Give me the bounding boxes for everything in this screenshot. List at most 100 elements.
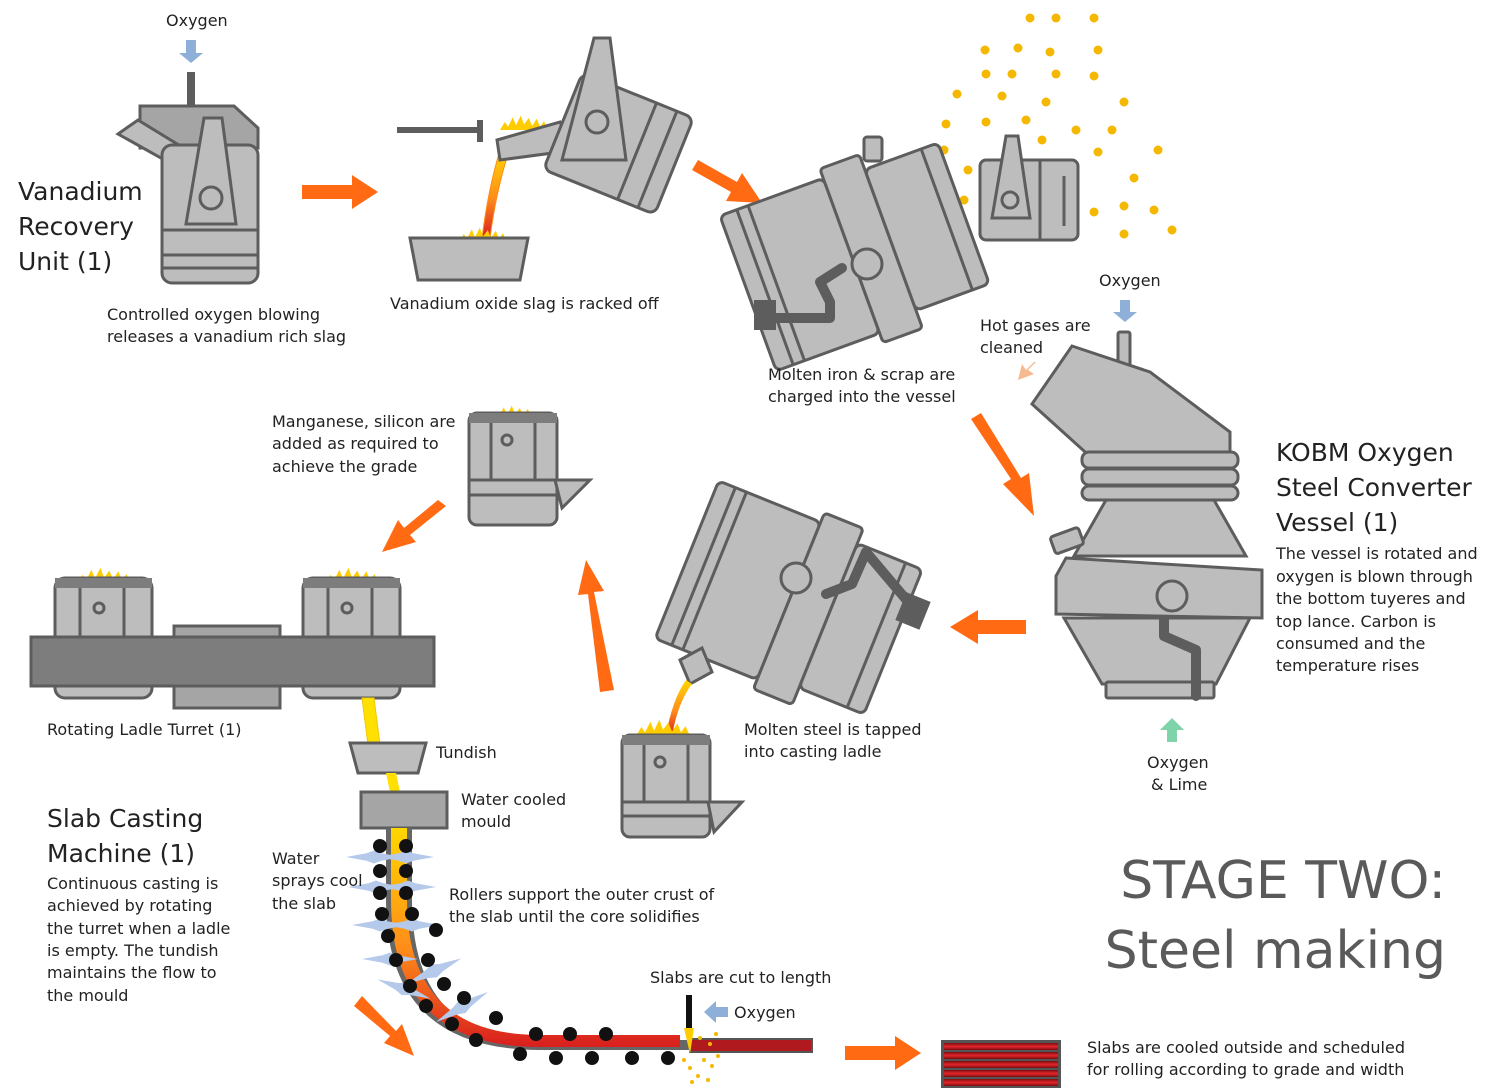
cutting-flame: [684, 1028, 694, 1054]
cooled-caption-2: for rolling according to grade and width: [1087, 1060, 1404, 1079]
turret-arm: [29, 635, 436, 688]
oxygen-arrow-kobm-top: [1113, 300, 1137, 322]
slab-casting-machine: Tundish Water cooled mould Water sprays …: [47, 697, 831, 1084]
rollers-label-1: Rollers support the outer crust of: [449, 885, 714, 904]
rollers-label-2: the slab until the core solidifies: [449, 907, 700, 926]
vanadium-caption-2: releases a vanadium rich slag: [107, 327, 346, 346]
svg-text:Recovery: Recovery: [18, 212, 134, 241]
oxygen-lime-arrow: [1160, 718, 1184, 742]
charging-caption-2: charged into the vessel: [768, 387, 956, 406]
vanadium-unit-title-2: Recovery: [18, 212, 134, 241]
casting-description-2: achieved by rotating: [47, 896, 212, 915]
support-rollers: [373, 839, 675, 1065]
kobm-ring-2: [1080, 467, 1240, 487]
tilted-vessel-trunnion: [560, 36, 628, 162]
tundish-to-mould-stream: [386, 773, 400, 792]
cooled-caption-1: Slabs are cooled outside and scheduled: [1087, 1038, 1405, 1057]
tapping-vessel-tuyere: [821, 547, 915, 609]
casting-description-5: maintains the flow to: [47, 963, 217, 982]
process-arrow-7: [354, 996, 414, 1056]
slag-pour-stream: [481, 149, 509, 239]
vanadium-lance: [187, 72, 195, 108]
water-label-1: Water: [272, 849, 320, 868]
kobm-description-3: the bottom tuyeres and: [1276, 589, 1466, 608]
charging-caption-1: Molten iron & scrap are: [768, 365, 955, 384]
vanadium-unit-title-3: Unit (1): [18, 247, 112, 276]
tapping-stage: Molten steel is tapped into casting ladl…: [620, 481, 931, 839]
tapping-stream: [666, 680, 692, 736]
alloy-caption-1: Manganese, silicon are: [272, 412, 455, 431]
kobm-upper-cone: [1071, 498, 1249, 558]
slag-rake: [397, 127, 481, 133]
kobm-description-2: oxygen is blown through: [1276, 567, 1473, 586]
kobm-title-3: Vessel (1): [1276, 508, 1398, 537]
water-label-3: the slab: [272, 894, 336, 913]
kobm-side-nozzle: [1049, 526, 1085, 555]
kobm-description-4: top lance. Carbon is: [1276, 612, 1436, 631]
alloy-ladle: [467, 411, 559, 527]
stage-title-line2: Steel making: [1105, 921, 1446, 981]
process-arrow-6: [382, 500, 446, 552]
slag-caption: Vanadium oxide slag is racked off: [390, 294, 660, 313]
vanadium-oxygen-label: Oxygen: [166, 11, 228, 30]
cut-slab-section: [689, 1038, 813, 1053]
process-arrow-3: [971, 413, 1034, 516]
charging-vessel-lance: [862, 135, 884, 163]
cut-oxygen-label: Oxygen: [734, 1003, 796, 1022]
process-arrow-5: [578, 560, 614, 692]
hot-gases-label-2: cleaned: [980, 338, 1043, 357]
tapping-spout: [678, 645, 714, 687]
mould-label-1: Water cooled: [461, 790, 566, 809]
stage-title-line1: STAGE TWO:: [1120, 851, 1446, 911]
kobm-description-6: temperature rises: [1276, 656, 1419, 675]
kobm-description-1: The vessel is rotated and: [1275, 544, 1478, 563]
ladle-to-tundish-stream: [361, 697, 381, 746]
casting-description-4: is empty. The tundish: [47, 941, 219, 960]
hot-gas-arrow: [1018, 362, 1036, 380]
curved-slab-hot: [391, 828, 680, 1047]
slag-pot: [408, 236, 530, 282]
process-arrow-1: [302, 175, 378, 209]
process-arrow-4: [950, 610, 1026, 644]
kobm-converter: Oxygen Hot gases are cleaned KOBM Oxygen…: [980, 271, 1478, 794]
casting-description-1: Continuous casting is: [47, 874, 218, 893]
kobm-ring-1: [1080, 450, 1240, 470]
charging-vessel-tuyere: [765, 263, 847, 323]
cut-label: Slabs are cut to length: [650, 968, 831, 987]
casting-title-2: Machine (1): [47, 839, 195, 868]
kobm-base: [1104, 680, 1216, 700]
vanadium-caption-1: Controlled oxygen blowing: [107, 305, 320, 324]
vanadium-unit-title: Vanadium: [18, 177, 143, 206]
casting-title-1: Slab Casting: [47, 804, 203, 833]
svg-text:Unit (1): Unit (1): [18, 247, 112, 276]
tundish: [348, 741, 428, 775]
mould-label-2: mould: [461, 812, 511, 831]
charging-vessel-lower: [864, 143, 990, 311]
tundish-label: Tundish: [435, 743, 497, 762]
kobm-lower-cone: [1061, 616, 1253, 686]
oxygen-arrow-vanadium: [179, 40, 203, 63]
kobm-oxygen-label: Oxygen: [1099, 271, 1161, 290]
kobm-title-2: Steel Converter: [1276, 473, 1473, 502]
cutting-sparks: [682, 1032, 720, 1084]
water-label-2: sprays cool: [272, 871, 363, 890]
alloy-caption-3: achieve the grade: [272, 457, 417, 476]
ladle-turret: Rotating Ladle Turret (1): [29, 567, 436, 739]
oxygen-lime-label-1: Oxygen: [1147, 753, 1209, 772]
kobm-title-1: KOBM Oxygen: [1276, 438, 1454, 467]
oxygen-lime-label-2: & Lime: [1151, 775, 1207, 794]
oxygen-arrow-cutting: [704, 1001, 728, 1023]
water-cooled-mould: [359, 790, 449, 830]
casting-description-6: the mould: [47, 986, 128, 1005]
casting-description-3: the turret when a ladle: [47, 919, 230, 938]
alloy-addition-stage: Manganese, silicon are added as required…: [272, 405, 594, 527]
alloy-caption-2: added as required to: [272, 434, 439, 453]
kobm-ring-3: [1080, 484, 1240, 502]
process-arrow-8: [845, 1036, 921, 1070]
hot-gases-label-1: Hot gases are: [980, 316, 1091, 335]
cooled-slab-stack: Slabs are cooled outside and scheduled f…: [941, 1038, 1405, 1088]
turret-caption: Rotating Ladle Turret (1): [47, 720, 242, 739]
casting-ladle-spout: [706, 800, 746, 836]
kobm-tuyere-pipe: [1159, 615, 1201, 701]
